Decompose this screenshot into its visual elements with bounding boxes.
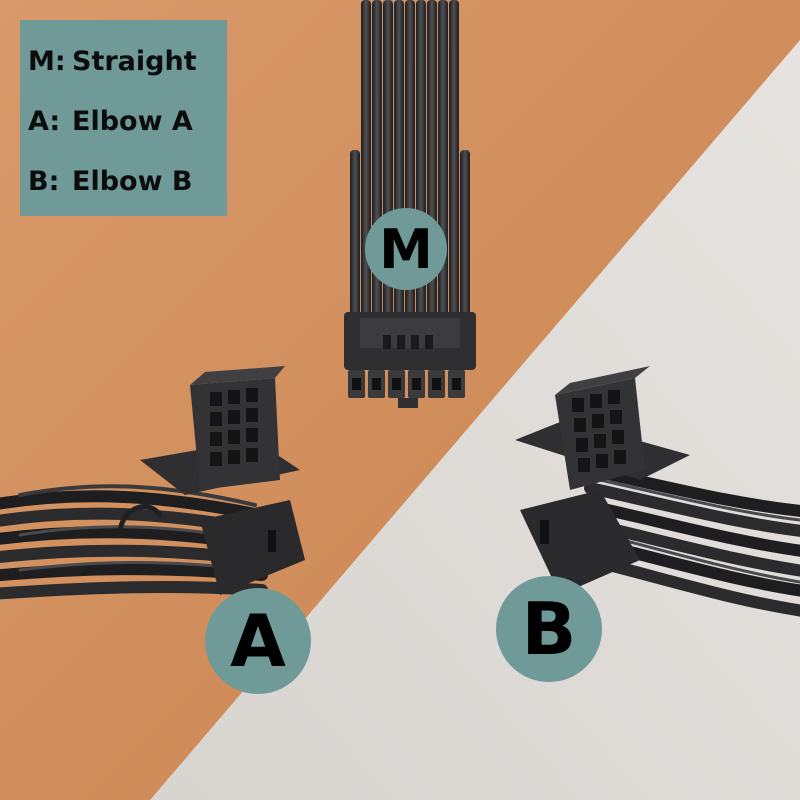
legend-item-straight: M:Straight [28,46,197,78]
legend-item-elbow-a: A: Elbow A [28,106,193,138]
legend-key: B: [28,166,60,197]
elbow-b-connector [515,366,800,617]
elbow-a-connector [0,366,305,600]
straight-connector [344,0,476,408]
legend-key: A: [28,106,61,137]
legend-box: M:Straight A: Elbow A B: Elbow B [20,20,227,216]
legend-item-elbow-b: B: Elbow B [28,166,193,198]
badge-m: M [365,208,447,290]
badge-b: B [496,576,602,682]
legend-key: M: [28,46,66,77]
badge-a: A [205,588,311,694]
legend-label: Straight [72,46,197,77]
legend-label: Elbow A [72,106,193,137]
legend-label: Elbow B [72,166,193,197]
grey-backdrop [150,40,800,800]
